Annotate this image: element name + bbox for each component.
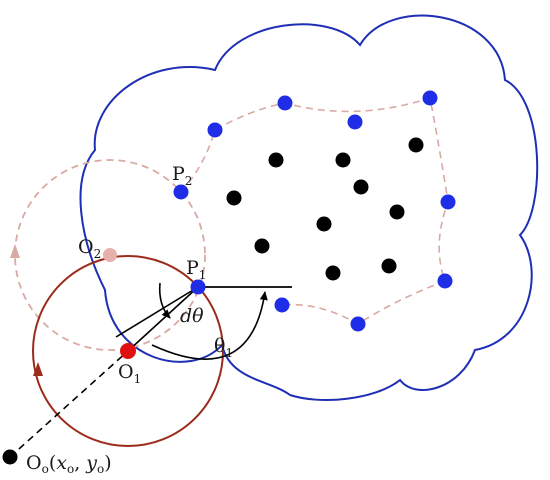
label-p2: P2: [172, 163, 192, 188]
label-o0: Oo(xo, yo): [26, 452, 112, 476]
interior-point: [316, 216, 332, 232]
dashed-boundary-path: [180, 96, 449, 325]
previous-circle: [14, 159, 206, 351]
line-below-p1: [115, 286, 199, 338]
label-theta1: θ1: [214, 335, 233, 360]
boundary-point: [440, 194, 456, 210]
line-o1-p1: [127, 286, 199, 352]
interior-point: [325, 265, 341, 281]
boundary-point: [274, 297, 290, 313]
boundary-point: [207, 122, 223, 138]
point-o2: [103, 248, 117, 262]
boundary-point-p2: [173, 184, 189, 200]
label-o2: O2: [78, 236, 101, 261]
interior-point: [254, 238, 270, 254]
point-o1: [120, 343, 136, 359]
label-o1: O1: [118, 361, 141, 386]
boundary-point-p1: [190, 279, 206, 295]
interior-point: [353, 179, 369, 195]
boundary-point: [350, 316, 366, 332]
boundary-point: [437, 273, 453, 289]
outer-boundary: [79, 14, 539, 401]
interior-point: [268, 152, 284, 168]
boundary-point: [277, 95, 293, 111]
interior-point: [226, 190, 242, 206]
current-circle: [32, 255, 224, 447]
interior-point: [389, 204, 405, 220]
label-dtheta: dθ: [180, 305, 204, 327]
interior-point: [335, 152, 351, 168]
boundary-points: [173, 90, 456, 332]
boundary-point: [422, 90, 438, 106]
label-p1: P1: [186, 257, 206, 282]
point-o0: [2, 449, 18, 465]
interior-point: [381, 258, 397, 274]
interior-point: [408, 137, 424, 153]
interior-points: [226, 137, 424, 281]
current-circle-arrow: [33, 362, 43, 376]
boundary-point: [347, 114, 363, 130]
dtheta-arc: [158, 282, 171, 319]
dashed-radius-o0-o1: [9, 350, 129, 458]
theta1-arc: [151, 291, 268, 360]
previous-circle-arrow: [10, 244, 20, 258]
